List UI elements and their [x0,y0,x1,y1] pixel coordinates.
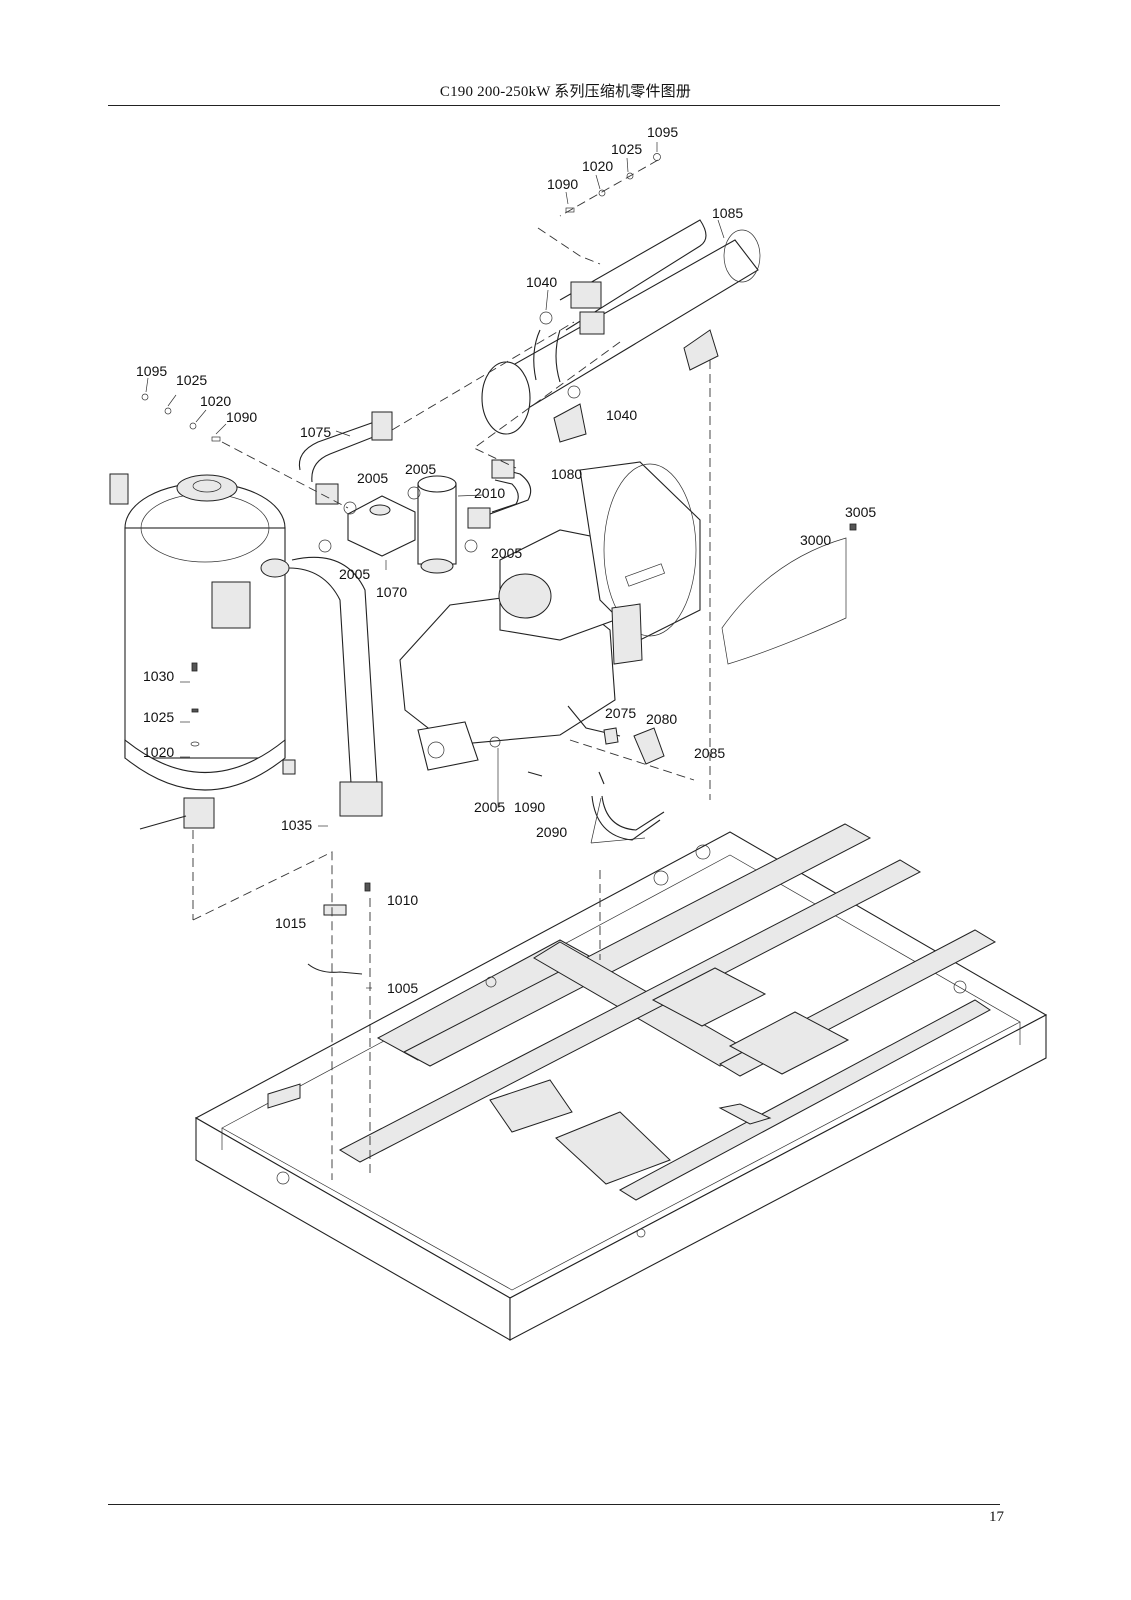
callout-1035: 1035 [281,817,312,833]
discharge-pipe [260,556,383,817]
callout-1025-tank: 1025 [143,709,174,725]
assembly-lines [192,159,711,1180]
callout-1090-upper: 1090 [547,176,578,192]
callout-1030: 1030 [143,668,174,684]
pipe-1075 [298,411,393,505]
callout-2005-c: 2005 [491,545,522,561]
leader-lines [145,142,725,989]
callout-1020-upper: 1020 [582,158,613,174]
compressor-airend [399,461,701,771]
callout-1015: 1015 [275,915,306,931]
callout-1090-airend: 1090 [514,799,545,815]
callout-2005-d: 2005 [339,566,370,582]
oil-filter [417,475,457,574]
callout-1040-upper: 1040 [526,274,557,290]
thermostatic-block [347,495,416,557]
page-header-title: C190 200-250kW 系列压缩机零件图册 [439,84,692,100]
base-frame [194,823,1048,1341]
callout-2085: 2085 [694,745,725,761]
callout-3000: 3000 [800,532,831,548]
callout-1025-upper: 1025 [611,141,642,157]
callout-1070: 1070 [376,584,407,600]
callout-1020-left: 1020 [200,393,231,409]
callout-1025-left: 1025 [176,372,207,388]
separator-tank [109,473,296,830]
callout-1095-left: 1095 [136,363,167,379]
callout-2005-a: 2005 [357,470,388,486]
callout-1085: 1085 [712,205,743,221]
footer-rule [108,1504,1000,1505]
callout-1090-left: 1090 [226,409,257,425]
scavenge-line [567,705,665,841]
panel-3000 [721,537,847,665]
aftercooler [481,219,761,443]
callout-1075: 1075 [300,424,331,440]
hardware-parts [141,153,857,975]
callout-2005-b: 2005 [405,461,436,477]
callout-1040-lower: 1040 [606,407,637,423]
callout-2075: 2075 [605,705,636,721]
page-number: 17 [989,1509,1004,1525]
callout-1010: 1010 [387,892,418,908]
callout-1080: 1080 [551,466,582,482]
callout-1095-upper: 1095 [647,124,678,140]
callout-labels: 1095 1025 1020 1090 1085 1040 1040 1095 … [136,124,876,996]
header-rule [108,105,1000,106]
callout-2080: 2080 [646,711,677,727]
callout-2090: 2090 [536,824,567,840]
callout-3005: 3005 [845,504,876,520]
callout-1020-tank: 1020 [143,744,174,760]
callout-1005: 1005 [387,980,418,996]
callout-2005-e: 2005 [474,799,505,815]
callout-2010: 2010 [474,485,505,501]
